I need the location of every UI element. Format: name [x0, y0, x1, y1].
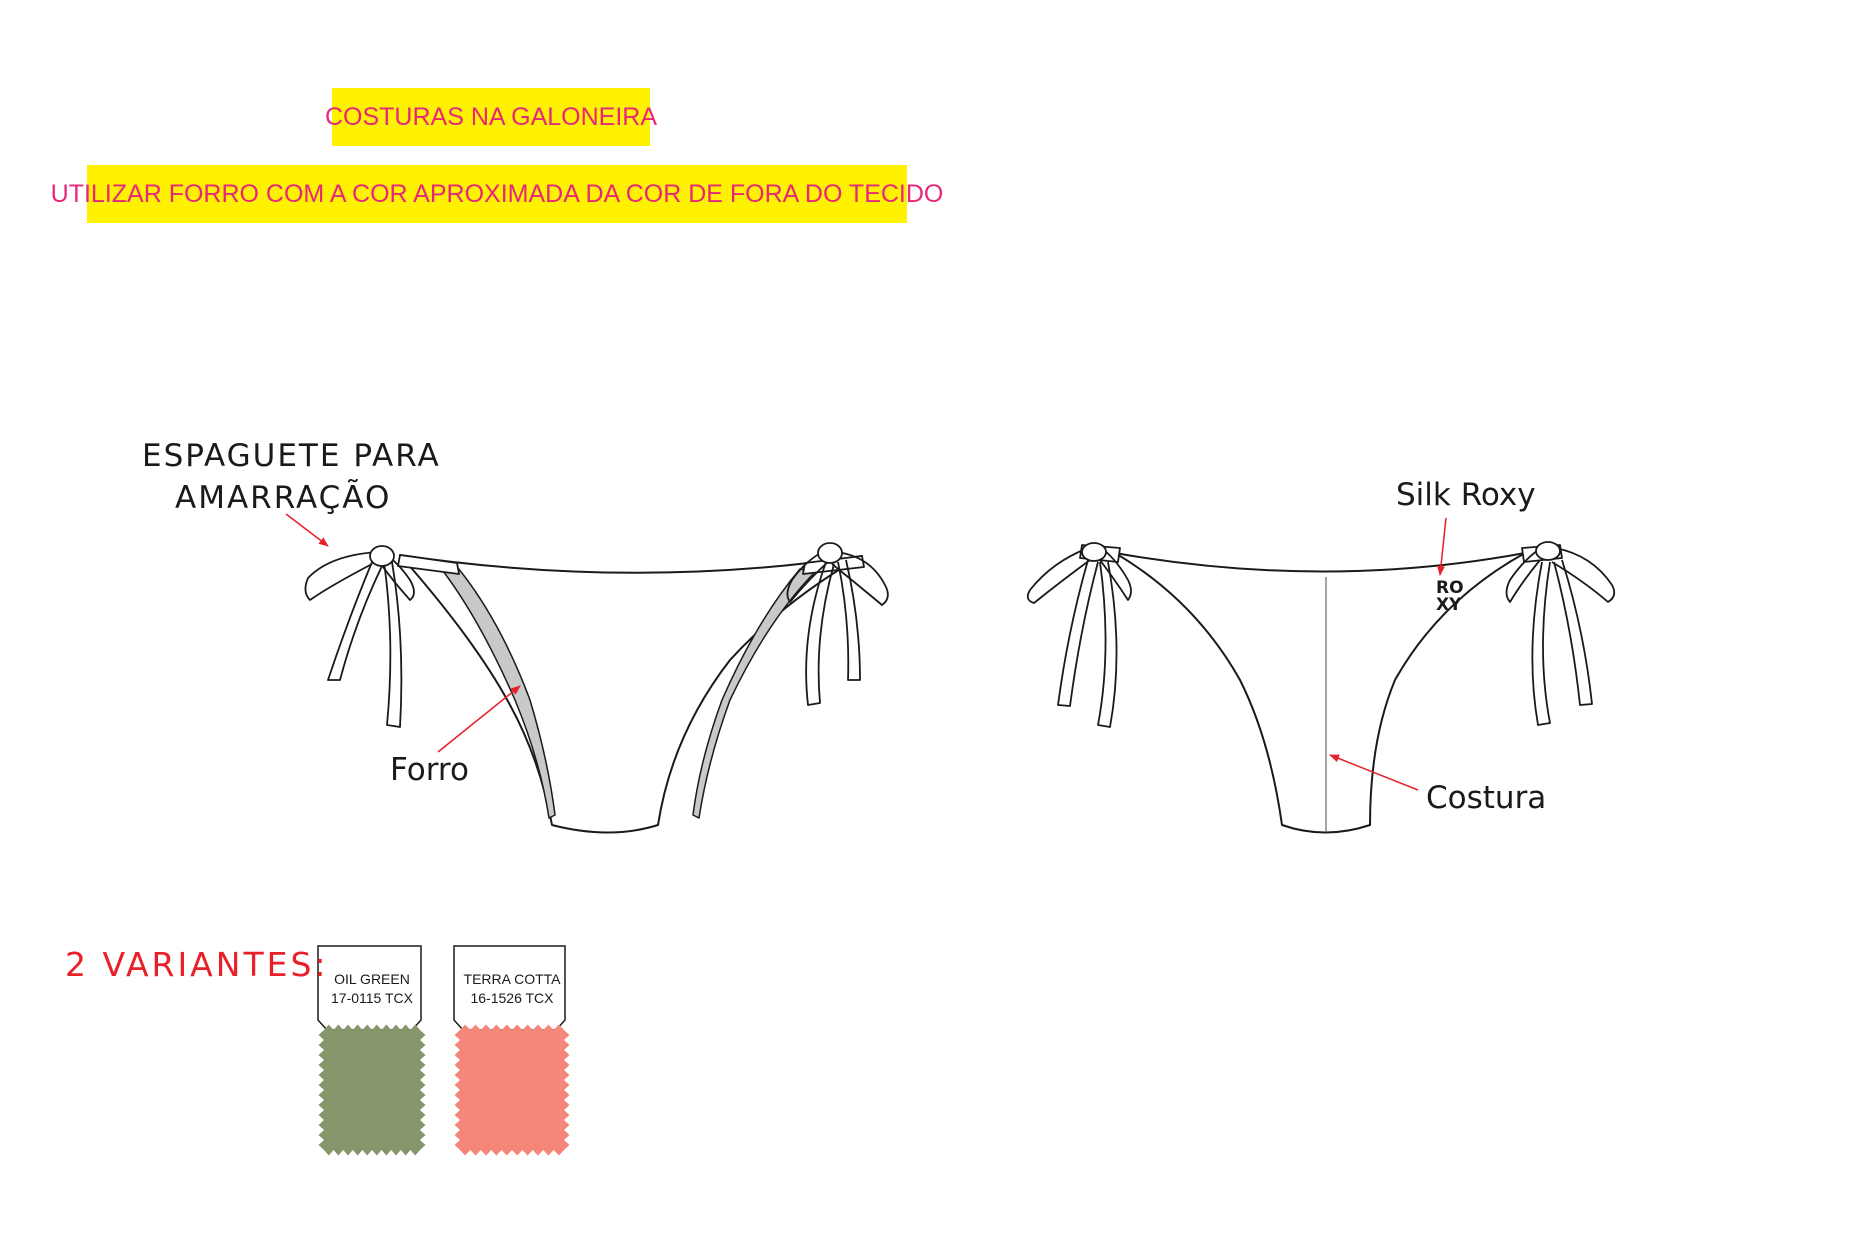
arrow-print — [1436, 517, 1447, 576]
seam-label: Costura — [1426, 780, 1547, 816]
swatch-oil-green-fabric — [318, 1024, 426, 1156]
swatch-oil-green — [317, 945, 426, 1156]
back-bow-left-tail-b — [1097, 561, 1118, 728]
arrow-seam — [1329, 754, 1419, 791]
back-bow-left-knot — [1081, 542, 1107, 562]
back-bow-right-tail-b — [1553, 559, 1593, 706]
back-bow-right-tail-a — [1531, 561, 1551, 726]
lining-label: Forro — [390, 752, 469, 788]
note-lining-text: UTILIZAR FORRO COM A COR APROXIMADA DA C… — [50, 179, 944, 208]
arrow-tie — [285, 513, 329, 547]
callout-arrows — [285, 513, 1447, 791]
front-view — [304, 542, 889, 834]
back-bow-right-knot — [1535, 541, 1561, 561]
note-seams-text: COSTURAS NA GALONEIRA — [324, 102, 658, 131]
swatch-terra-cotta-fabric — [454, 1024, 570, 1156]
swatch-oil-green-name: OIL GREEN — [334, 971, 410, 987]
front-bow-left-tail-b — [383, 561, 403, 728]
print-label: Silk Roxy — [1396, 477, 1536, 513]
front-lining-right — [692, 568, 816, 819]
arrow-lining — [437, 685, 521, 753]
swatch-oil-green-code: 17-0115 TCX — [331, 990, 413, 1006]
front-tab-left — [397, 554, 460, 575]
front-bow-right-tail-b — [837, 559, 861, 681]
front-bow-left-tail-a — [327, 561, 383, 681]
variants-title: 2 VARIANTES: — [65, 945, 329, 984]
back-bow-right-loop-a — [1551, 547, 1616, 603]
tie-label-line2: AMARRAÇÃO — [175, 480, 392, 516]
tie-label-line1: ESPAGUETE PARA — [142, 438, 441, 474]
front-bow-left-loop-b — [377, 551, 415, 601]
front-lining-left — [442, 567, 556, 819]
swatch-terra-cotta-code: 16-1526 TCX — [470, 990, 554, 1006]
front-bow-right-loop-a — [831, 551, 889, 606]
back-bow-left-tail-a — [1057, 559, 1099, 707]
back-view — [1026, 541, 1616, 834]
note-lining: UTILIZAR FORRO COM A COR APROXIMADA DA C… — [51, 165, 943, 223]
front-bow-right-tail-a — [805, 561, 835, 706]
back-bow-left-loop-a — [1026, 547, 1091, 604]
back-body-outline — [1114, 552, 1526, 834]
front-bow-right-loop-b — [786, 549, 831, 603]
note-seams: COSTURAS NA GALONEIRA — [325, 88, 657, 146]
front-bow-right-knot — [817, 542, 843, 564]
back-bow-right-loop-b — [1505, 549, 1541, 603]
logo-line1: RO — [1436, 578, 1464, 598]
swatch-terra-cotta — [453, 945, 570, 1156]
front-bow-left-loop-a — [304, 551, 379, 601]
logo-line2: XY — [1436, 595, 1462, 615]
front-body-outline — [399, 554, 863, 834]
swatch-terra-cotta-name: TERRA COTTA — [463, 971, 561, 987]
front-bow-left-knot — [369, 545, 395, 567]
back-bow-left-loop-b — [1099, 549, 1132, 601]
